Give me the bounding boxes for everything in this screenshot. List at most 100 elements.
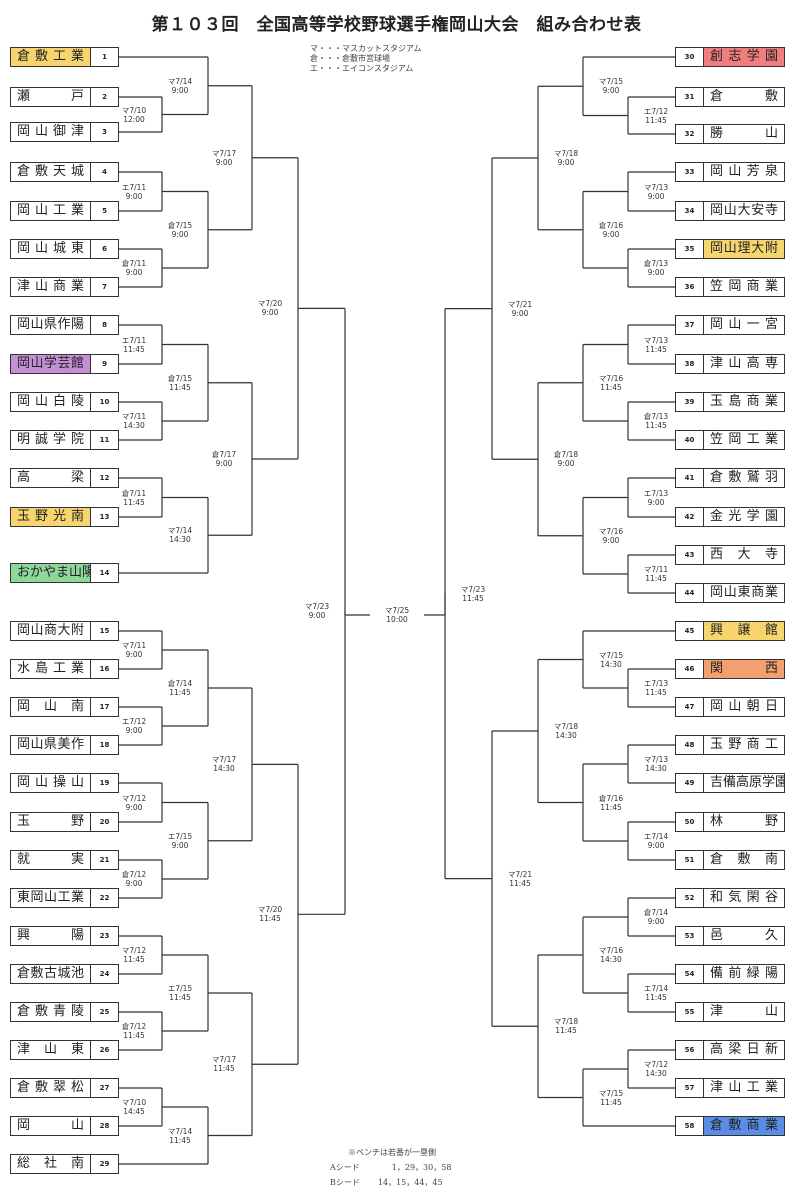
a-seed-label: Aシード	[330, 1163, 360, 1172]
team-name: 岡山南	[11, 698, 91, 716]
match-time: 11:45	[259, 914, 281, 924]
match-date: マ7/21	[507, 869, 533, 879]
match-time: 9:00	[647, 497, 665, 507]
match-time: 9:00	[125, 650, 143, 659]
team-name: 創志学園	[704, 48, 784, 66]
team-number: 37	[676, 316, 704, 334]
team-number: 12	[99, 474, 110, 482]
team-number: 57	[676, 1079, 704, 1097]
team-entry: 玉野 20	[10, 812, 119, 832]
match-time: 11:45	[169, 1135, 191, 1145]
match-date: 倉7/14	[167, 679, 193, 688]
bench-note: ※ベンチは若番が一塁側	[348, 1148, 436, 1157]
team-name: 玉野光南	[11, 508, 91, 526]
team-name: 岡山県美作	[11, 736, 91, 754]
match-time: 11:45	[123, 1031, 145, 1040]
team-number: 9	[102, 360, 107, 368]
team-name: 津山商業	[11, 278, 91, 296]
match-time: 9:00	[602, 535, 620, 545]
match-date: マ7/16	[598, 946, 624, 955]
team-name: 岡山大安寺	[710, 203, 778, 218]
team-number: 46	[676, 660, 704, 678]
team-entry: 津山商業 7	[10, 277, 119, 297]
team-name: 高梁	[11, 469, 91, 487]
team-name: 笠岡商業	[710, 279, 778, 294]
team-name: 倉敷鷲羽	[710, 470, 778, 485]
team-name: 関西	[704, 660, 784, 678]
team-name: 玉島商業	[710, 394, 778, 409]
match-time: 9:00	[171, 85, 189, 95]
team-number: 6	[102, 245, 107, 253]
match-time: 9:00	[557, 459, 575, 469]
team-number: 27	[99, 1084, 110, 1092]
team-number: 35	[676, 240, 704, 258]
team-number: 11	[99, 436, 110, 444]
team-number: 20	[99, 818, 110, 826]
team-number: 44	[676, 584, 704, 602]
team-name: 就実	[11, 851, 91, 869]
team-name: 岡山	[11, 1117, 91, 1135]
match-date: 倉7/12	[121, 870, 147, 879]
match-time: 10:00	[386, 615, 408, 624]
team-name: 興譲館	[704, 622, 784, 640]
team-number: 41	[676, 469, 704, 487]
team-number: 4	[102, 168, 107, 176]
match-date: エ7/12	[643, 106, 669, 116]
team-number: 32	[676, 125, 704, 143]
team-name: 明誠学院	[11, 431, 91, 449]
match-date: エ7/14	[643, 832, 669, 841]
team-number: 49	[676, 774, 704, 792]
team-name: 倉敷古城池	[11, 965, 91, 983]
team-number: 8	[102, 321, 107, 329]
match-date: 倉7/15	[167, 220, 193, 230]
match-time: 9:00	[647, 917, 665, 926]
team-name: 勝山	[710, 126, 778, 141]
legend-item: エ・・・エイコンスタジアム	[310, 64, 414, 73]
team-name: 吉備高原学園	[710, 775, 784, 790]
match-date: マ7/14	[167, 1126, 193, 1136]
match-time: 14:30	[123, 421, 145, 430]
team-name: 玉野	[11, 813, 91, 831]
team-name: 西大寺	[710, 547, 778, 562]
team-number: 52	[676, 889, 704, 907]
match-time: 9:00	[125, 802, 143, 812]
team-number: 54	[676, 965, 704, 983]
team-number: 45	[676, 622, 704, 640]
b-seed-row: Bシード 14，15，44，45	[330, 1175, 451, 1190]
team-number: 7	[102, 283, 107, 291]
